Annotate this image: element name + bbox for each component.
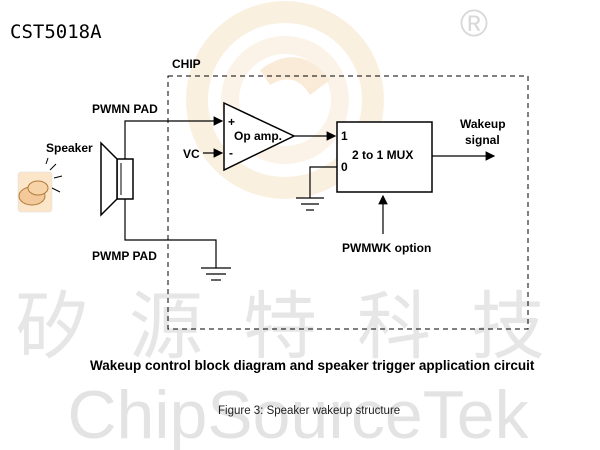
chip-label: CHIP xyxy=(172,57,201,71)
mux-block xyxy=(336,121,433,193)
pwmn-pad-label: PWMN PAD xyxy=(92,102,158,116)
chip-boundary xyxy=(167,75,529,330)
opamp-symbol xyxy=(223,101,296,172)
main-caption: Wakeup control block diagram and speaker… xyxy=(90,358,535,373)
wakeup-signal-line2: signal xyxy=(465,133,500,147)
clapping-hands-icon xyxy=(17,157,63,213)
watermark-latin: ChipSourceTek xyxy=(67,377,529,450)
wakeup-signal-line1: Wakeup xyxy=(460,117,506,131)
opamp-plus: + xyxy=(228,115,235,129)
part-number: CST5018A xyxy=(10,21,102,43)
ground-symbol-pwmp xyxy=(201,267,231,281)
mux-input-0: 0 xyxy=(341,160,348,174)
wires xyxy=(124,116,496,268)
ground-symbol-mux xyxy=(296,197,324,211)
figure-caption: Figure 3: Speaker wakeup structure xyxy=(218,405,400,417)
opamp-minus: - xyxy=(229,146,233,160)
mux-input-1: 1 xyxy=(341,129,348,143)
watermark-logo xyxy=(186,1,384,199)
pwmwk-option-label: PWMWK option xyxy=(342,241,431,255)
pwmp-pad-label: PWMP PAD xyxy=(92,249,157,263)
speaker-icon xyxy=(100,141,134,217)
opamp-label: Op amp. xyxy=(234,129,282,143)
watermark-chinese: 矽源特科技 xyxy=(15,284,585,370)
registered-mark: ® xyxy=(460,3,488,45)
mux-label: 2 to 1 MUX xyxy=(352,148,413,162)
speaker-label: Speaker xyxy=(46,141,93,155)
vc-label: VC xyxy=(183,147,200,161)
